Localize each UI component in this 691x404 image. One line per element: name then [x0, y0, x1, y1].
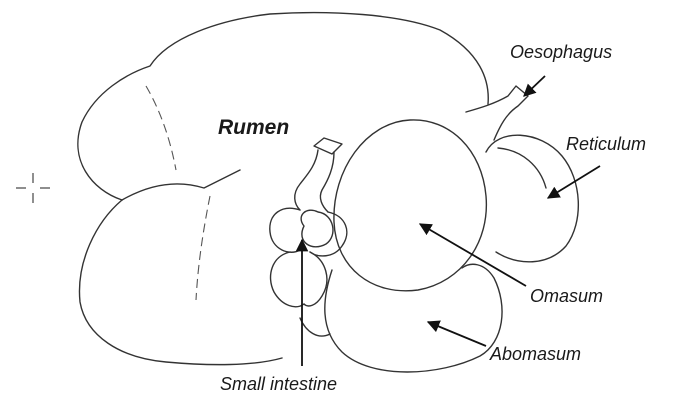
- reticulum-fold: [498, 148, 546, 188]
- rumen-pillar-dorsal: [146, 86, 176, 170]
- reticulum: [486, 135, 578, 262]
- arrow-abomasum: [428, 322, 486, 346]
- label-oesophagus: Oesophagus: [510, 42, 612, 62]
- label-abomasum: Abomasum: [489, 344, 581, 364]
- label-small-intestine: Small intestine: [220, 374, 337, 394]
- arrow-reticulum: [548, 166, 600, 198]
- omasum: [334, 120, 486, 291]
- oesophagus: [466, 86, 528, 140]
- abomasum: [325, 264, 502, 372]
- arrow-oesophagus: [524, 76, 545, 96]
- rumen-pillar-ventral: [196, 196, 210, 300]
- label-reticulum: Reticulum: [566, 134, 646, 154]
- label-rumen: Rumen: [218, 116, 289, 139]
- rumen-groove: [122, 170, 240, 200]
- arrow-omasum: [420, 224, 526, 286]
- rumen-ventral-sac: [79, 200, 282, 365]
- label-omasum: Omasum: [530, 286, 603, 306]
- rumen-dorsal-sac: [78, 13, 488, 200]
- crosshair-icon: [16, 173, 50, 203]
